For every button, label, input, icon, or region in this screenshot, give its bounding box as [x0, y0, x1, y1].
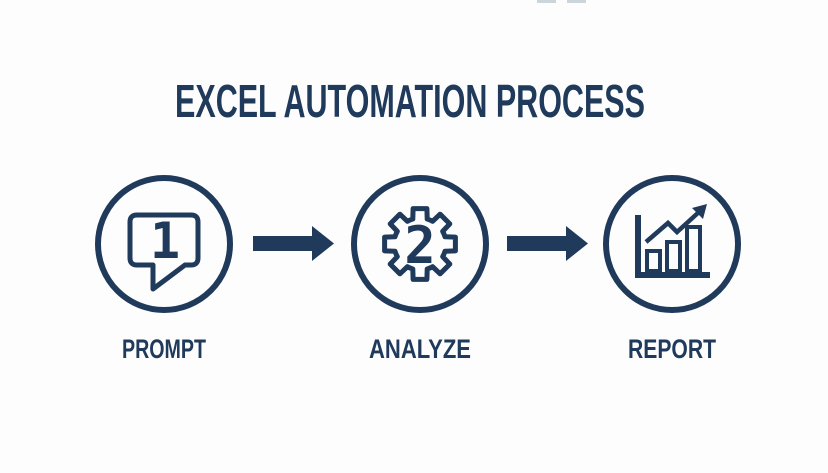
step-label-report: REPORT — [628, 334, 716, 364]
step-label-prompt: PROMPT — [122, 334, 206, 364]
step-number: 2 — [404, 216, 435, 276]
cropped-artifact-mark — [567, 0, 586, 3]
bar-chart-growth-icon — [635, 204, 710, 278]
step-label-analyze: ANALYZE — [369, 334, 471, 364]
cropped-artifact-mark — [537, 0, 556, 3]
page-title: EXCEL AUTOMATION PROCESS — [175, 75, 645, 127]
step-circle — [603, 175, 741, 313]
step-circle — [351, 175, 489, 313]
step-circle — [95, 175, 233, 313]
step-analyze: 2 — [351, 175, 489, 313]
step-prompt: 1 — [95, 175, 233, 313]
arrow-right-icon — [507, 226, 588, 261]
step-report — [603, 175, 741, 313]
arrow-right-icon — [253, 226, 334, 261]
gear-icon: 2 — [382, 206, 458, 282]
speech-bubble-icon: 1 — [127, 212, 201, 292]
step-number: 1 — [150, 212, 180, 270]
